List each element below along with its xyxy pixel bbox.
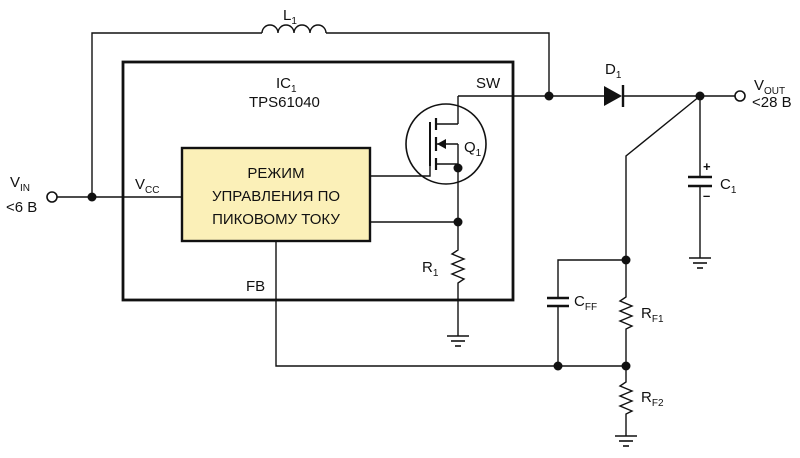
wires	[57, 32, 735, 436]
capacitor-cff-symbol	[547, 296, 569, 308]
c1-label: C1	[720, 176, 737, 196]
ic-part-number: TPS61040	[249, 94, 320, 111]
vout-terminal	[734, 90, 746, 102]
vcc-pin-label: VCC	[135, 176, 159, 196]
l1-label: L1	[283, 7, 297, 27]
block-line-1: РЕЖИМ	[247, 165, 304, 182]
cff-label: CFF	[574, 293, 597, 313]
vin-value: <6 В	[6, 199, 37, 216]
vin-terminal	[46, 191, 58, 203]
junction-dots	[87, 91, 705, 371]
block-line-2: УПРАВЛЕНИЯ ПО	[212, 188, 340, 205]
block-line-3: ПИКОВОМУ ТОКУ	[212, 211, 340, 228]
ic-outline	[121, 60, 515, 302]
diode-d1-symbol	[604, 85, 625, 107]
c1-plus-mark: +	[703, 159, 711, 174]
rf1-label: RF1	[641, 305, 664, 325]
ic-label: IC1	[276, 75, 297, 95]
ground-c1	[689, 257, 711, 269]
inductor-l1-symbol	[261, 24, 327, 34]
sw-pin-label: SW	[476, 75, 501, 92]
c1-minus-mark: –	[703, 188, 710, 203]
fb-pin-label: FB	[246, 278, 265, 295]
vout-label: VOUT	[754, 77, 785, 97]
resistor-rf2-symbol	[618, 378, 634, 416]
ground-rf2	[615, 435, 637, 447]
resistor-rf1-symbol	[618, 293, 634, 331]
vin-label: VIN	[10, 174, 30, 194]
r1-label: R1	[422, 259, 439, 279]
resistor-r1-symbol	[450, 246, 466, 286]
rf2-label: RF2	[641, 389, 664, 409]
mosfet-q1-symbol	[405, 103, 487, 185]
vout-value: <28 В	[752, 94, 792, 111]
capacitor-c1-symbol	[688, 175, 712, 188]
ground-r1	[447, 335, 469, 347]
d1-label: D1	[605, 61, 622, 81]
q1-label: Q1	[464, 139, 482, 159]
